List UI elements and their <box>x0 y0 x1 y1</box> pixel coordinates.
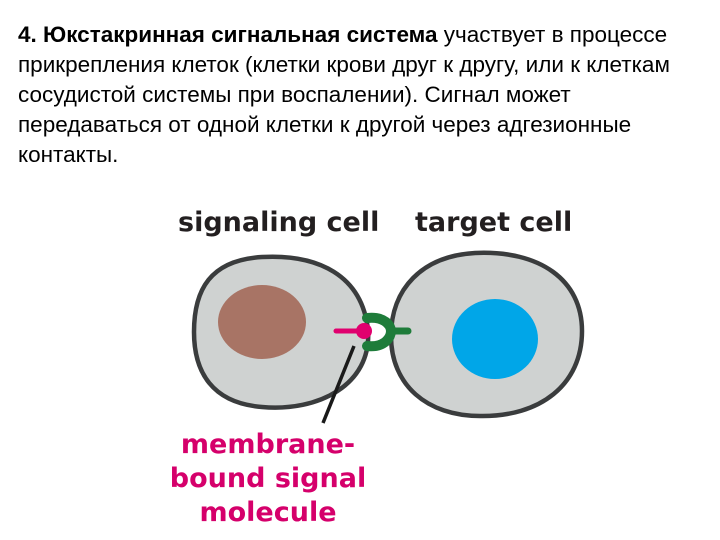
receptor-protein <box>362 312 412 352</box>
paragraph-body: участвует в процессе прикрепления клеток… <box>18 22 670 167</box>
molecule-label-line-1: membrane- <box>181 429 355 460</box>
signaling-cell-nucleus <box>218 285 306 359</box>
description-paragraph: 4. Юкстакринная сигнальная система участ… <box>18 20 708 170</box>
target-cell-label: target cell <box>415 207 572 238</box>
molecule-label-line-2: bound signal <box>170 463 366 494</box>
signaling-cell-label: signaling cell <box>178 207 379 238</box>
molecule-label-line-3: molecule <box>199 497 336 528</box>
target-cell-nucleus <box>452 299 538 379</box>
membrane-bound-signal-molecule <box>333 323 372 339</box>
paragraph-bold-lead: 4. Юкстакринная сигнальная система <box>18 22 438 47</box>
pointer-line <box>321 345 356 424</box>
